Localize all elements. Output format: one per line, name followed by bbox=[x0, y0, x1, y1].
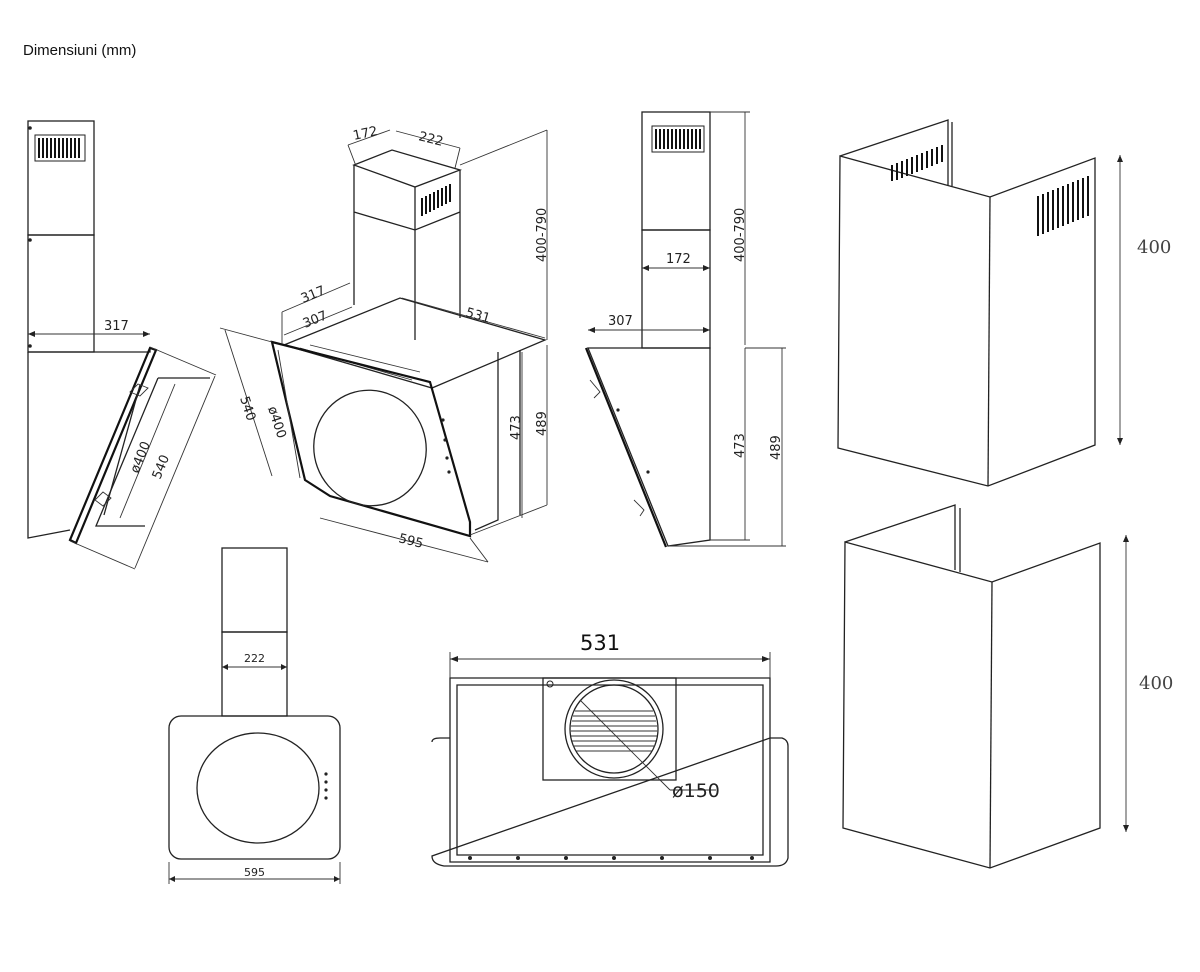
side-view-left: 317 540 ø400 bbox=[27, 120, 217, 570]
dim-label: 489 bbox=[535, 411, 550, 436]
dim-531-iso: 531 bbox=[401, 297, 546, 339]
hood-base bbox=[431, 737, 789, 867]
fan-circle bbox=[196, 732, 320, 844]
glass-panel bbox=[270, 340, 472, 538]
front-view: 222 595 bbox=[168, 547, 341, 884]
chimney-upper bbox=[221, 547, 288, 633]
page-title: Dimensiuni (mm) bbox=[23, 42, 137, 59]
dim-label: 595 bbox=[244, 866, 265, 879]
dim-172-iso: 172 bbox=[347, 124, 391, 167]
outlet-grille-icon bbox=[571, 710, 657, 752]
dim-540-iso: 540 bbox=[219, 327, 273, 477]
outlet-circle bbox=[564, 679, 664, 779]
dim-label: ø150 bbox=[672, 780, 720, 802]
dim-400-790-iso: 400-790 bbox=[459, 129, 550, 340]
hood-body bbox=[587, 347, 711, 547]
dim-222-iso: 222 bbox=[395, 129, 461, 169]
dim-label: 540 bbox=[236, 395, 258, 423]
glass-panel bbox=[584, 347, 668, 548]
chimney-top bbox=[352, 149, 463, 188]
dim-595-front: 595 bbox=[168, 862, 341, 884]
panel-back bbox=[95, 377, 210, 527]
dim-label: 222 bbox=[417, 129, 445, 150]
top-frame bbox=[449, 677, 771, 863]
dim-473-iso: 473 bbox=[509, 352, 524, 518]
dim-label: 222 bbox=[244, 652, 265, 665]
dim-label: 595 bbox=[397, 531, 425, 552]
dim-label: 307 bbox=[608, 314, 633, 329]
dim-172-right: 172 bbox=[642, 252, 710, 271]
dim-489-iso: 489 bbox=[469, 345, 550, 536]
dim-label: 400-790 bbox=[535, 208, 550, 262]
dim-317-left: 317 bbox=[28, 319, 150, 337]
chimney-cover-upper: 400 bbox=[837, 119, 1171, 487]
top-view: ø150 531 bbox=[431, 631, 789, 867]
dim-473-right: 473 bbox=[710, 348, 750, 541]
dim-label: 172 bbox=[352, 124, 379, 144]
side-view-right: 400-790 172 307 473 489 bbox=[584, 111, 786, 548]
front-panel bbox=[168, 715, 341, 860]
dim-label: 317 bbox=[104, 319, 129, 334]
dim-label: 172 bbox=[666, 252, 691, 267]
dim-label: 531 bbox=[464, 305, 492, 326]
dim-307-right: 307 bbox=[588, 314, 710, 333]
vent-slots-icon bbox=[421, 184, 451, 216]
vent-slots-icon bbox=[891, 145, 1089, 236]
dim-label: 400 bbox=[1139, 673, 1173, 694]
dim-label: 317 bbox=[299, 284, 328, 307]
dim-label: 540 bbox=[150, 453, 173, 482]
dim-531-top: 531 bbox=[449, 631, 771, 678]
dim-label: 489 bbox=[769, 435, 784, 460]
chimney-lower bbox=[27, 234, 95, 353]
dim-222-front: 222 bbox=[222, 652, 287, 670]
dim-label: ø400 bbox=[264, 405, 288, 441]
canopy-top bbox=[282, 297, 547, 389]
dim-label: 473 bbox=[509, 415, 524, 440]
dim-fan-iso: ø400 bbox=[264, 349, 301, 479]
dim-label: 473 bbox=[733, 433, 748, 458]
dim-400-790-right: 400-790 bbox=[710, 111, 750, 345]
dim-label: ø400 bbox=[128, 439, 154, 475]
dim-label: 400-790 bbox=[733, 208, 748, 262]
chimney-upper bbox=[27, 120, 95, 236]
chimney-lower bbox=[221, 631, 288, 717]
outlet-plate bbox=[542, 677, 677, 781]
fan-circle bbox=[313, 389, 427, 507]
vent-slots-icon bbox=[651, 125, 705, 153]
cover-outline bbox=[842, 504, 1101, 869]
dim-label: 531 bbox=[580, 631, 620, 655]
dim-489-right: 489 bbox=[668, 347, 786, 547]
dim-label: 400 bbox=[1137, 237, 1171, 258]
dim-595-iso: 595 bbox=[319, 517, 489, 563]
isometric-view: 172 222 400-790 317 307 531 540 bbox=[219, 124, 550, 563]
vent-slots-icon bbox=[34, 134, 86, 162]
glass-panel bbox=[68, 346, 158, 545]
chimney-cover-lower: 400 bbox=[842, 504, 1173, 869]
cover-outline bbox=[837, 119, 1096, 487]
fan-edge bbox=[103, 384, 141, 516]
